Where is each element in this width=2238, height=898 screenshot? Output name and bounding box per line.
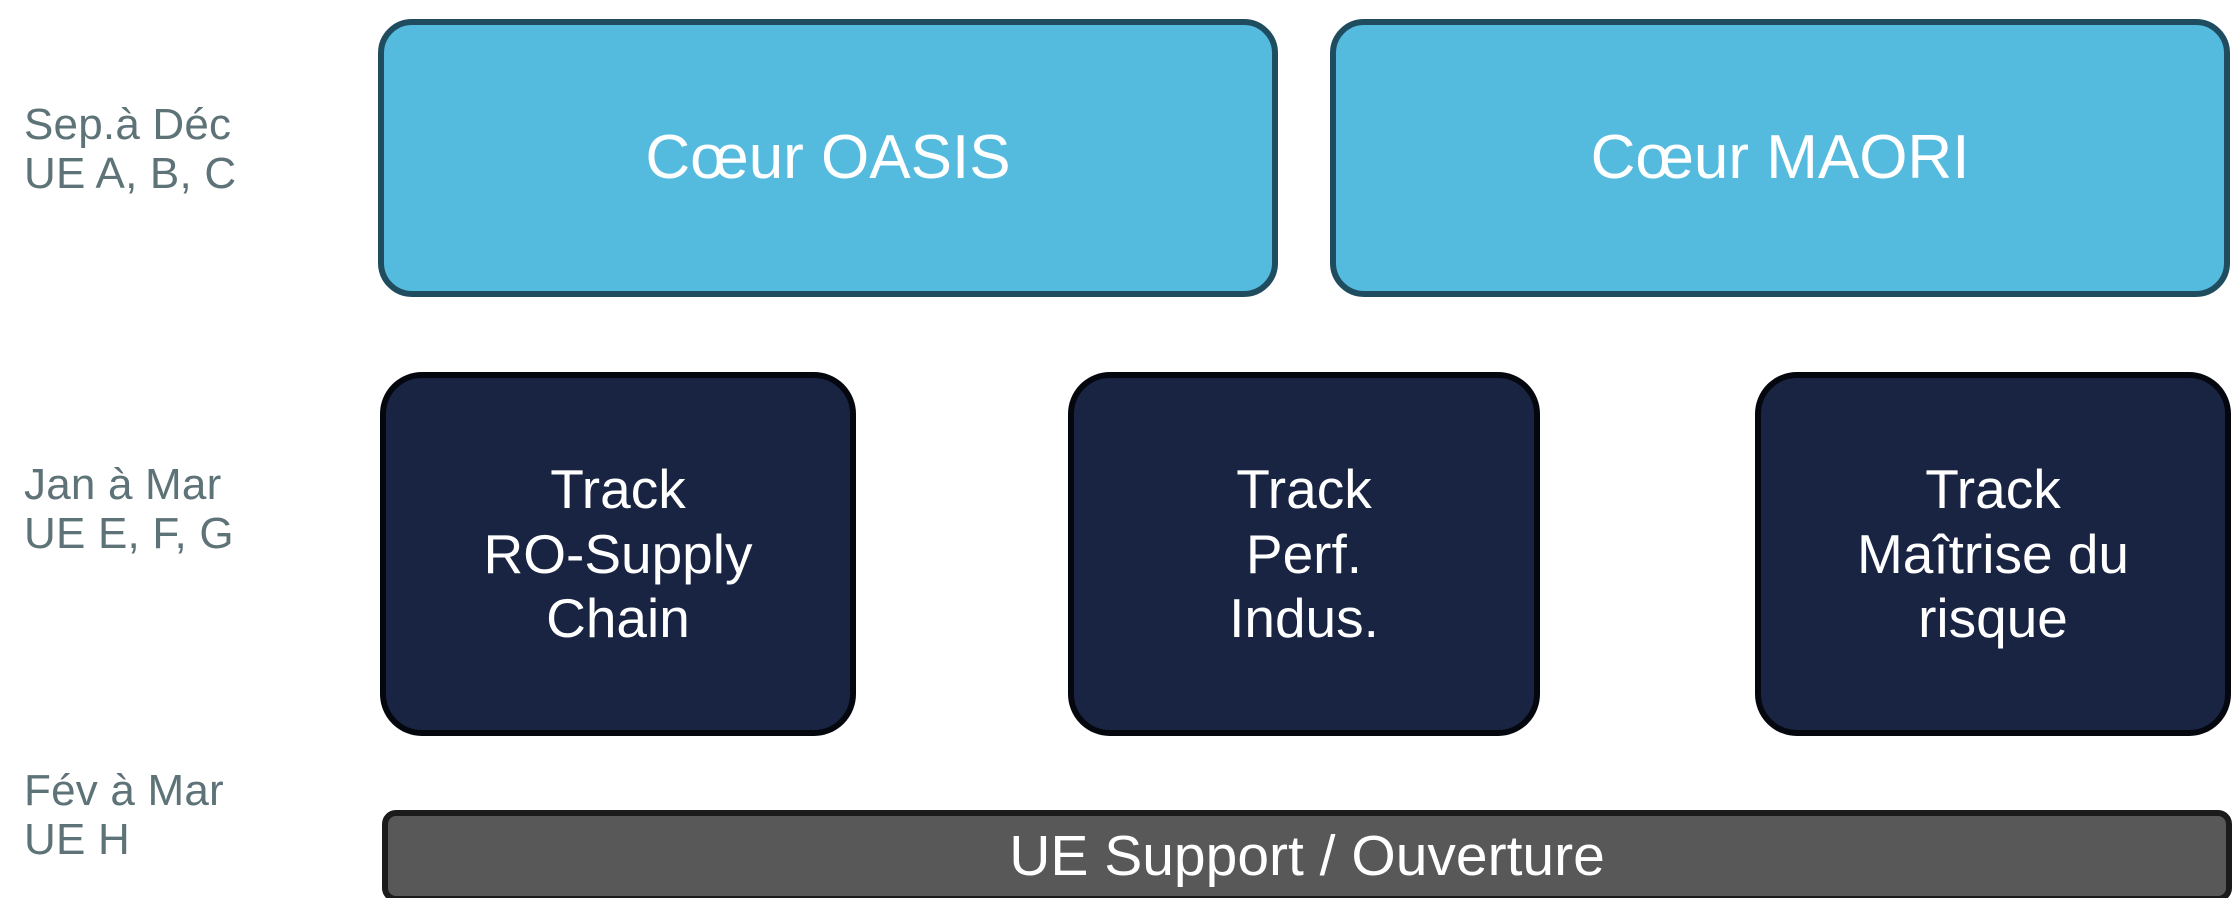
period-label-line-1: Jan à Mar <box>24 460 222 509</box>
period-label-line-1: Fév à Mar <box>24 766 224 815</box>
core-box-oasis[interactable]: Cœur OASIS <box>378 19 1278 297</box>
track-box-ro-supply-chain-label: Track RO-Supply Chain <box>474 457 763 652</box>
period-label-jan-mar: Jan à Mar UE E, F, G <box>24 460 354 559</box>
period-label-line-2: UE E, F, G <box>24 509 234 559</box>
core-box-oasis-label: Cœur OASIS <box>645 122 1011 192</box>
track-label-line-3: Indus. <box>1229 587 1379 650</box>
track-label-line-1: Track <box>1925 457 2061 520</box>
track-label-line-2: Maîtrise du <box>1856 522 2130 585</box>
track-label-line-2: RO-Supply <box>483 522 753 585</box>
period-label-sep-dec: Sep.à Déc UE A, B, C <box>24 100 354 199</box>
track-box-maitrise-risque[interactable]: Track Maîtrise du risque <box>1755 372 2231 736</box>
period-label-line-1: Sep.à Déc <box>24 100 232 149</box>
track-label-line-2: Perf. <box>1245 522 1363 585</box>
track-label-line-1: Track <box>550 457 686 520</box>
track-box-perf-indus[interactable]: Track Perf. Indus. <box>1068 372 1540 736</box>
period-label-line-2: UE H <box>24 815 130 865</box>
track-label-line-3: Chain <box>546 587 690 650</box>
track-label-line-1: Track <box>1236 457 1372 520</box>
core-box-maori[interactable]: Cœur MAORI <box>1330 19 2230 297</box>
support-bar[interactable]: UE Support / Ouverture <box>382 810 2232 898</box>
core-box-maori-label: Cœur MAORI <box>1590 122 1970 192</box>
period-label-line-2: UE A, B, C <box>24 149 237 199</box>
track-box-maitrise-risque-label: Track Maîtrise du risque <box>1847 457 2139 652</box>
period-label-fev-mar: Fév à Mar UE H <box>24 766 354 865</box>
track-box-ro-supply-chain[interactable]: Track RO-Supply Chain <box>380 372 856 736</box>
track-box-perf-indus-label: Track Perf. Indus. <box>1219 457 1389 652</box>
support-bar-label: UE Support / Ouverture <box>1009 823 1605 888</box>
track-label-line-3: risque <box>1918 587 2068 650</box>
